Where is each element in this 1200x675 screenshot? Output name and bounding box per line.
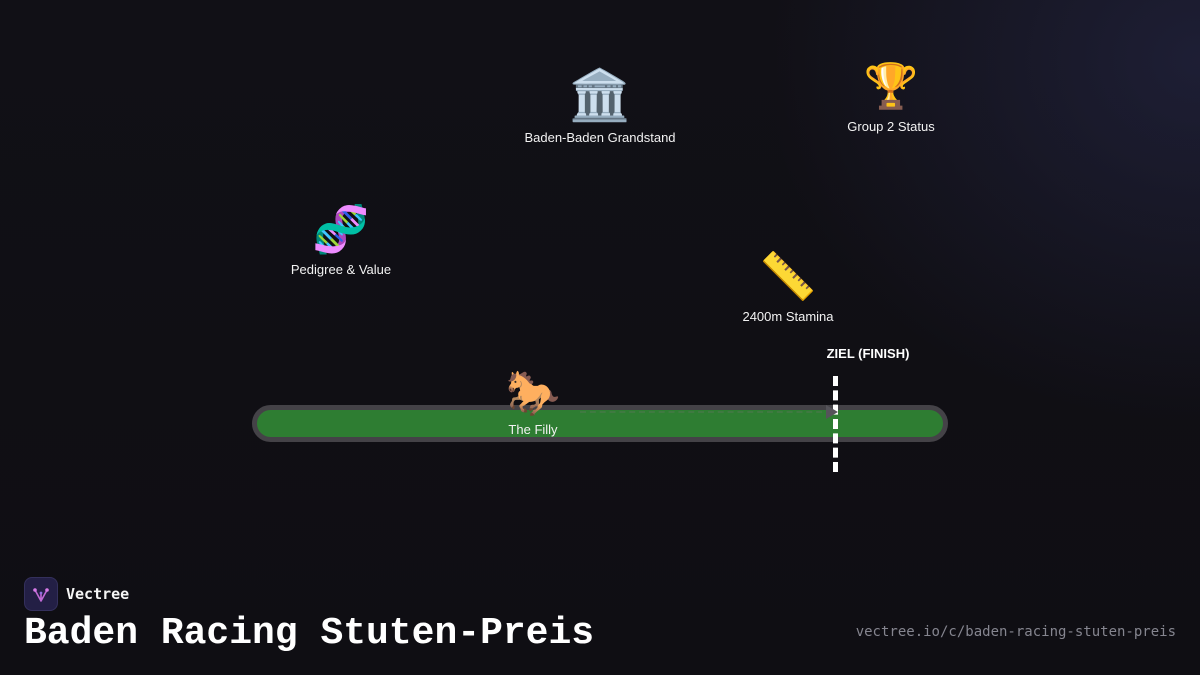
finish-line: [833, 376, 838, 472]
node-grandstand: 🏛️ Baden-Baden Grandstand: [524, 70, 675, 145]
node-filly: 🐎 The Filly: [505, 369, 561, 438]
node-pedigree: 🧬 Pedigree & Value: [291, 206, 391, 277]
brand: Vectree: [24, 577, 129, 611]
finish-label: ZIEL (FINISH): [826, 346, 910, 361]
ruler-icon: 📏: [759, 250, 817, 302]
node-stamina: 📏 2400m Stamina: [742, 253, 833, 324]
node-pedigree-label: Pedigree & Value: [290, 262, 392, 277]
dna-icon: 🧬: [312, 203, 370, 255]
brand-name: Vectree: [66, 585, 130, 603]
page-title: Baden Racing Stuten-Preis: [24, 612, 595, 655]
race-path: [580, 411, 832, 413]
building-icon: 🏛️: [568, 67, 632, 123]
node-group2-label: Group 2 Status: [847, 119, 935, 134]
node-grandstand-label: Baden-Baden Grandstand: [524, 130, 676, 145]
vectree-logo-icon: [24, 577, 58, 611]
node-stamina-label: 2400m Stamina: [742, 309, 834, 324]
node-filly-label: The Filly: [508, 422, 558, 437]
tree-icon: [33, 588, 49, 602]
node-group2: 🏆 Group 2 Status: [847, 62, 935, 135]
page-url: vectree.io/c/baden-racing-stuten-preis: [855, 624, 1176, 640]
trophy-icon: 🏆: [863, 62, 919, 111]
finish-arrow-icon: [826, 405, 838, 419]
horse-icon: 🐎: [505, 369, 561, 418]
